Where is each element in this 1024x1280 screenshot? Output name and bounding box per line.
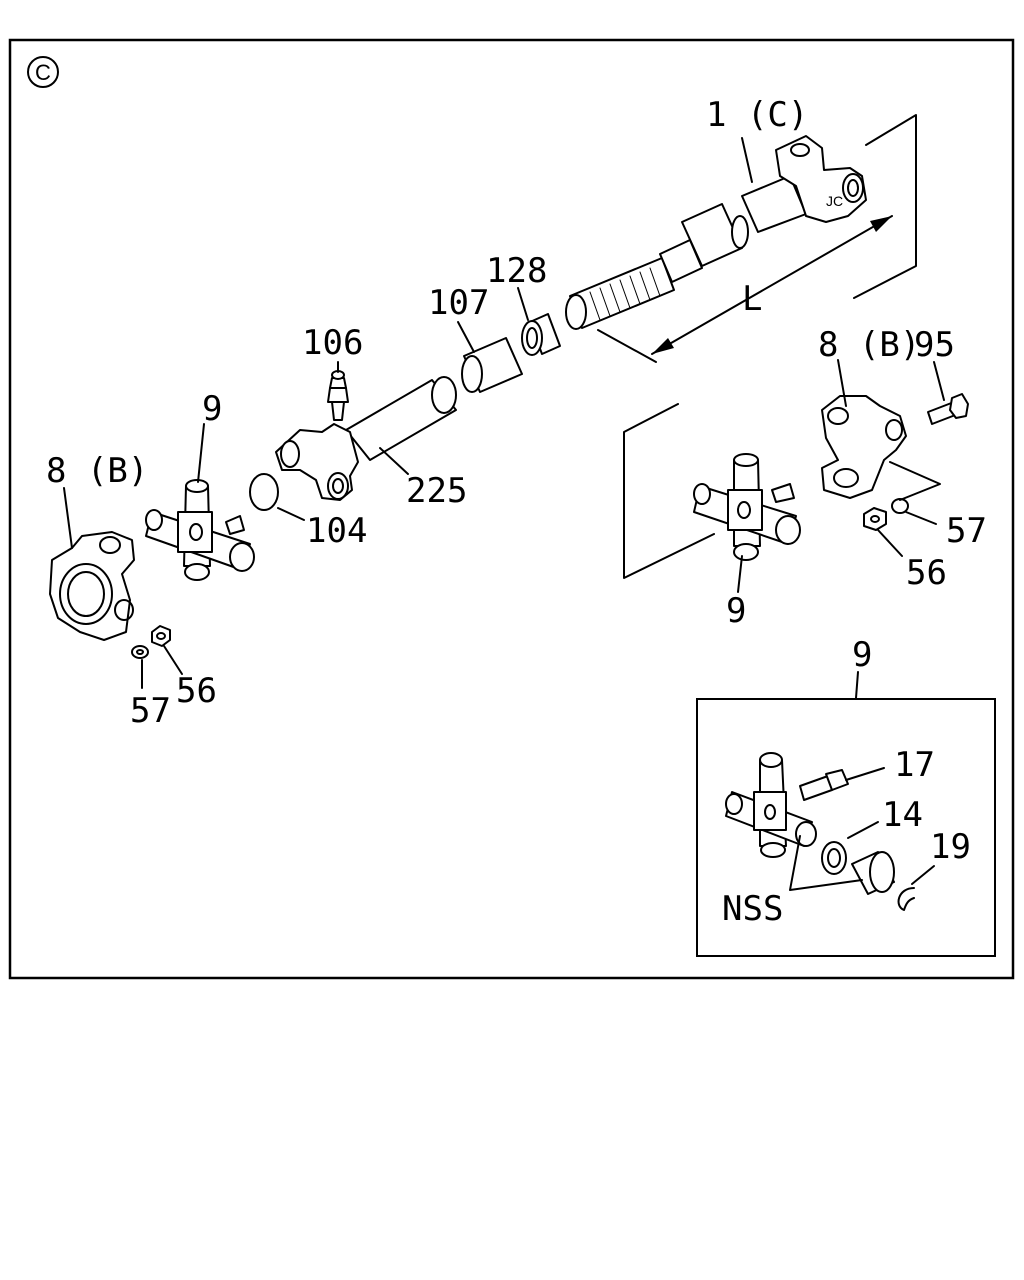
part-washer-57-left[interactable] xyxy=(131,645,149,659)
label-56-left: 56 xyxy=(176,671,217,711)
part-bearing-cup-nss[interactable] xyxy=(851,851,895,895)
label-106: 106 xyxy=(302,323,363,363)
part-sleeve-107[interactable] xyxy=(461,337,523,393)
part-slip-yoke-shaft[interactable]: JC xyxy=(565,135,867,330)
part-washer-57-right[interactable] xyxy=(891,498,909,514)
part-tube-yoke-225[interactable] xyxy=(275,376,457,501)
label-14: 14 xyxy=(882,795,923,835)
part-bolt-95[interactable] xyxy=(927,393,969,425)
part-labels: 1 (C) L 128 107 106 9 8 (B) 225 104 57 5… xyxy=(46,95,987,929)
part-grease-fitting-106[interactable] xyxy=(327,370,349,421)
part-disc-104[interactable] xyxy=(249,473,279,511)
label-17: 17 xyxy=(894,745,935,785)
part-snap-ring-19[interactable] xyxy=(897,887,915,911)
part-grease-fitting-17[interactable] xyxy=(799,769,849,801)
part-cross-right[interactable] xyxy=(693,453,801,561)
part-cross-left[interactable] xyxy=(145,479,255,581)
label-104: 104 xyxy=(306,511,367,551)
label-9-left: 9 xyxy=(202,389,222,429)
label-8b-left: 8 (B) xyxy=(46,451,148,491)
label-57-right: 57 xyxy=(946,511,987,551)
label-L: L xyxy=(742,279,762,319)
inset-box xyxy=(696,698,996,957)
part-nut-56-right[interactable] xyxy=(863,507,887,531)
label-56-right: 56 xyxy=(906,553,947,593)
label-1c: 1 (C) xyxy=(706,95,808,135)
bracket-right xyxy=(623,403,715,579)
label-128: 128 xyxy=(486,251,547,291)
label-107: 107 xyxy=(428,283,489,323)
label-nss: NSS xyxy=(722,889,783,929)
section-mark: C xyxy=(27,56,59,88)
diagram-frame xyxy=(8,38,1015,980)
label-19: 19 xyxy=(930,827,971,867)
part-cross-inset[interactable] xyxy=(725,752,817,858)
part-flange-yoke-left[interactable] xyxy=(49,531,135,641)
label-9-inset: 9 xyxy=(852,635,872,675)
label-8b-right: 8 (B) xyxy=(818,325,920,365)
dimension-L xyxy=(597,114,917,363)
label-95: 95 xyxy=(914,325,955,365)
label-225: 225 xyxy=(406,471,467,511)
section-mark-letter: C xyxy=(35,60,51,85)
part-nut-56-left[interactable] xyxy=(151,625,171,647)
leader-lines xyxy=(63,137,945,891)
section-circle-icon xyxy=(27,56,59,88)
part-ring-128[interactable] xyxy=(521,313,561,356)
part-seal-14[interactable] xyxy=(821,841,847,875)
svg-text:JC: JC xyxy=(826,193,843,209)
label-9-right: 9 xyxy=(726,591,746,631)
label-57-left: 57 xyxy=(130,691,171,731)
part-flange-yoke-right[interactable] xyxy=(821,395,907,499)
